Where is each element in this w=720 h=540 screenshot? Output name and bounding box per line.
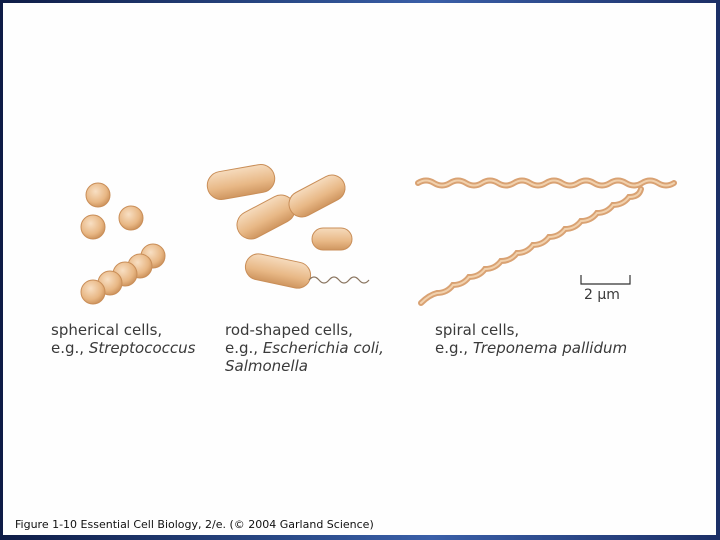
- spherical-cells: [80, 182, 166, 305]
- slide: 2 µm spherical cells, e.g., Streptococcu…: [3, 3, 716, 535]
- rod-shaped-cells: [206, 164, 370, 289]
- bacillus: [236, 194, 296, 240]
- bacillus: [311, 227, 353, 251]
- caption-spherical: spherical cells, e.g., Streptococcus: [51, 321, 195, 357]
- caption-label: rod-shaped cells,: [225, 321, 353, 339]
- caption-spiral: spiral cells, e.g., Treponema pallidum: [435, 321, 627, 357]
- caption-label: spiral cells,: [435, 321, 520, 339]
- spirochete-lower-highlight: [420, 188, 642, 304]
- bacteria-illustration: [80, 164, 677, 306]
- bacillus: [206, 164, 276, 200]
- coccus: [118, 205, 144, 231]
- scale-bar-label: 2 µm: [584, 287, 620, 303]
- caption-example: e.g., Escherichia coli,: [225, 339, 384, 357]
- caption-rod-shaped: rod-shaped cells, e.g., Escherichia coli…: [225, 321, 384, 375]
- spirochete-upper-highlight: [417, 179, 675, 187]
- bacillus: [288, 174, 346, 218]
- caption-example: e.g., Treponema pallidum: [435, 339, 628, 357]
- spiral-cells: [415, 177, 677, 306]
- bacillus-flagellated: [244, 253, 312, 289]
- flagellum: [308, 276, 370, 284]
- caption-example: e.g., Streptococcus: [51, 339, 196, 357]
- figure-caption: Figure 1-10 Essential Cell Biology, 2/e.…: [15, 518, 374, 531]
- coccus-chain-cell: [80, 279, 106, 305]
- scale-bar: [580, 275, 631, 285]
- caption-example-cont: Salmonella: [225, 357, 308, 375]
- coccus: [85, 182, 111, 208]
- caption-label: spherical cells,: [51, 321, 163, 339]
- coccus: [80, 214, 106, 240]
